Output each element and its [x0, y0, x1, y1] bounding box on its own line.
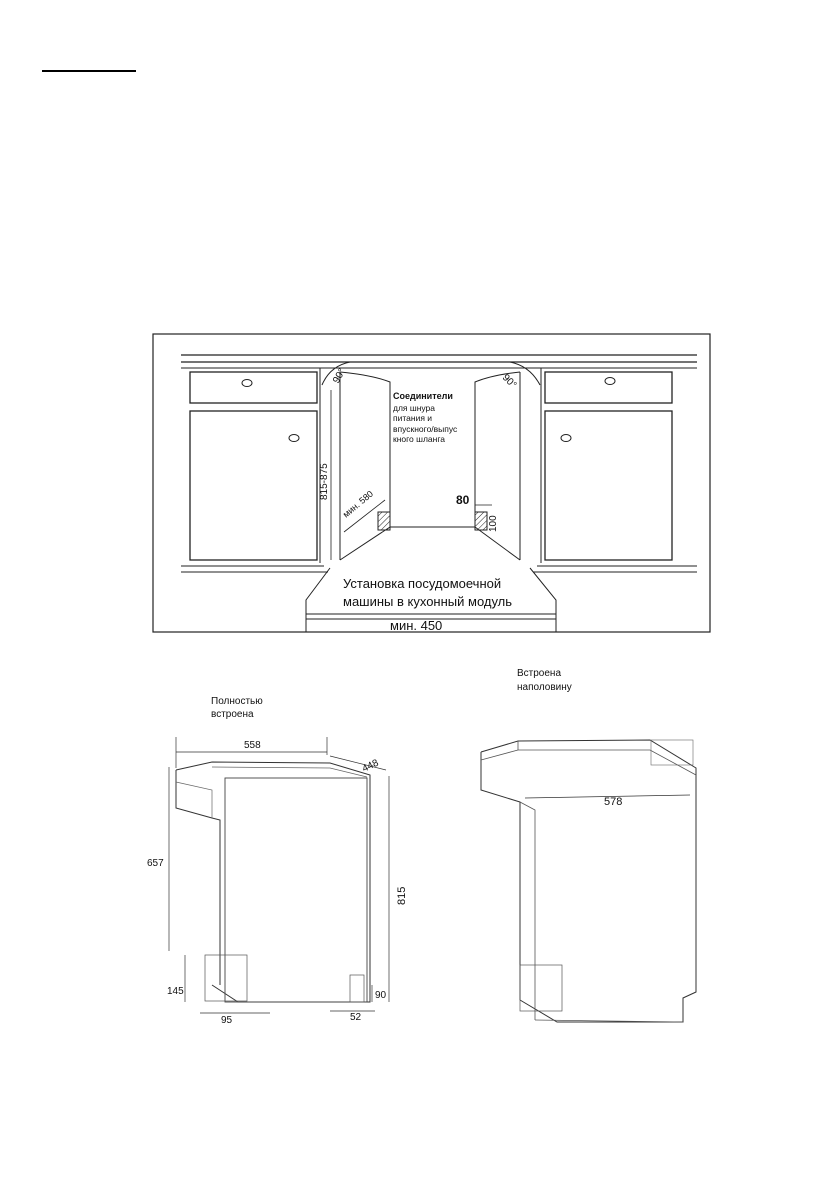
width-95-label: 95: [221, 1015, 233, 1026]
fully-built-in-label-line-2: встроена: [211, 709, 254, 720]
min-width-label: мин. 450: [390, 618, 442, 633]
connectors-note-line-5: кного шланга: [393, 434, 445, 444]
diagram-frame: [152, 333, 711, 633]
left-cabinet: [181, 368, 328, 573]
installation-caption-line-2: машины в кухонный модуль: [343, 594, 512, 609]
min-depth-label: мин. 580: [341, 489, 375, 520]
width-578-label: 578: [604, 796, 622, 808]
header-rule: [42, 70, 136, 72]
height-657-label: 657: [147, 858, 164, 869]
right-cabinet: [533, 368, 697, 573]
connectors-note-line-1: Соединители: [393, 391, 453, 401]
connectors-note-line-2: для шнура: [393, 403, 435, 413]
semi-built-in-drawing: Встроена наполовину 578: [480, 668, 697, 1023]
height-815-label: 815: [396, 887, 408, 905]
kitchen-installation-diagram: 90° 90° Соединители для шнура питания и …: [152, 333, 711, 633]
height-90-label: 90: [375, 990, 387, 1001]
angle-right-label: 90°: [500, 372, 518, 390]
width-52-label: 52: [350, 1012, 362, 1023]
semi-built-in-label-line-1: Встроена: [517, 668, 561, 679]
installation-caption-line-1: Установка посудомоечной: [343, 576, 501, 591]
fully-built-in-drawing: Полностью встроена 558 448 657 815 145 9…: [147, 696, 408, 1026]
height-145-label: 145: [167, 986, 184, 997]
connectors-note-line-3: питания и: [393, 413, 432, 423]
dim-80-label: 80: [456, 493, 470, 507]
fully-built-in-label-line-1: Полностью: [211, 696, 263, 707]
connectors-note-line-4: впускного/выпус: [393, 424, 458, 434]
height-range-label: 815-875: [319, 463, 330, 500]
semi-built-in-label-line-2: наполовину: [517, 682, 572, 693]
niche: [305, 371, 557, 632]
width-558-label: 558: [244, 740, 261, 751]
dim-100-label: 100: [488, 515, 499, 532]
